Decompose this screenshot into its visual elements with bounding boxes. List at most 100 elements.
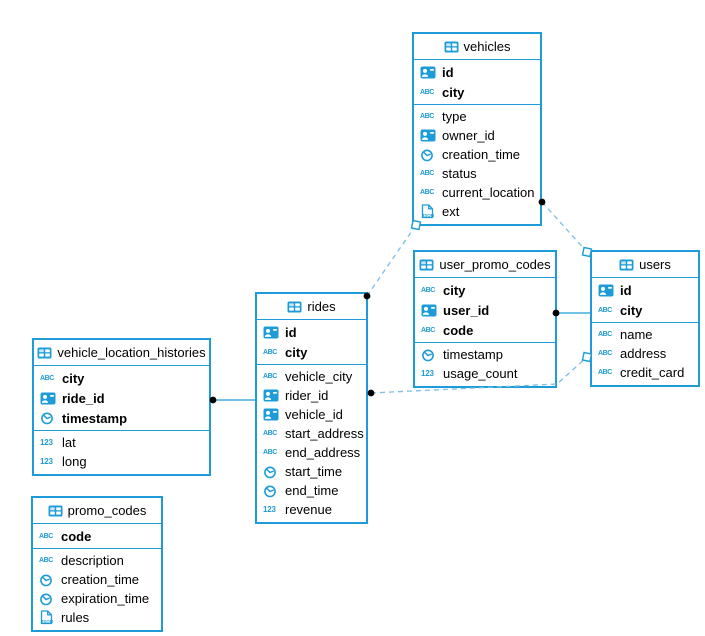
id-type-icon bbox=[263, 326, 280, 339]
column-row-lat: 123 lat bbox=[34, 433, 209, 452]
column-row-rider_id: rider_id bbox=[257, 386, 366, 405]
table-title: users bbox=[639, 257, 671, 272]
text-type-icon: ABC bbox=[598, 369, 612, 376]
text-type-icon: ABC bbox=[421, 286, 435, 294]
table-header[interactable]: promo_codes bbox=[33, 498, 161, 524]
relationship-users-vehicles bbox=[541, 201, 588, 253]
id-type-icon bbox=[598, 284, 615, 297]
table-icon bbox=[37, 347, 52, 359]
column-name: owner_id bbox=[442, 128, 495, 143]
text-type-icon: ABC bbox=[420, 88, 434, 96]
table-icon bbox=[419, 259, 434, 271]
column-name: start_address bbox=[285, 426, 364, 441]
id-type-icon bbox=[263, 389, 280, 402]
column-name: city bbox=[285, 344, 308, 360]
table-icon bbox=[48, 505, 63, 517]
time-type-icon bbox=[39, 592, 56, 606]
table-header[interactable]: rides bbox=[257, 294, 366, 320]
table-icon bbox=[444, 41, 459, 53]
time-type-icon bbox=[263, 465, 280, 479]
table-header[interactable]: vehicles bbox=[414, 34, 540, 60]
text-type-icon: ABC bbox=[263, 373, 277, 380]
time-type-icon bbox=[40, 411, 57, 425]
table-title: rides bbox=[307, 299, 336, 314]
id-type-icon bbox=[420, 129, 437, 142]
text-type-icon: ABC bbox=[598, 350, 612, 357]
column-row-code: ABC code bbox=[33, 526, 161, 546]
id-type-icon bbox=[420, 66, 437, 79]
number-type-icon: 123 bbox=[40, 456, 53, 466]
column-name: vehicle_city bbox=[285, 369, 353, 384]
table-header[interactable]: user_promo_codes bbox=[415, 252, 555, 278]
table-header[interactable]: vehicle_location_histories bbox=[34, 340, 209, 366]
relationship-dot-endpoint bbox=[367, 389, 375, 397]
column-name: code bbox=[61, 528, 92, 544]
svg-text:JSON: JSON bbox=[41, 619, 53, 624]
text-type-icon: ABC bbox=[263, 348, 277, 356]
column-row-creation_time: creation_time bbox=[33, 570, 161, 589]
column-row-start_time: start_time bbox=[257, 462, 366, 481]
column-row-user_id: user_id bbox=[415, 300, 555, 320]
number-type-icon: 123 bbox=[40, 437, 53, 447]
column-name: timestamp bbox=[62, 410, 128, 426]
json-type-icon: JSON bbox=[39, 610, 56, 625]
column-name: city bbox=[442, 84, 465, 100]
time-type-icon bbox=[420, 148, 437, 162]
table-icon bbox=[619, 259, 634, 271]
text-type-icon: ABC bbox=[40, 374, 54, 382]
column-name: ext bbox=[442, 204, 460, 219]
table-title: promo_codes bbox=[67, 503, 147, 518]
text-type-icon: ABC bbox=[598, 331, 612, 338]
text-type-icon: ABC bbox=[39, 532, 53, 540]
column-name: user_id bbox=[443, 302, 490, 318]
column-name: credit_card bbox=[620, 365, 685, 380]
text-type-icon: ABC bbox=[420, 170, 434, 177]
column-name: start_time bbox=[285, 464, 343, 479]
column-name: usage_count bbox=[443, 366, 518, 381]
primary-key-section: ABC code bbox=[33, 524, 161, 549]
column-row-timestamp: timestamp bbox=[34, 408, 209, 428]
column-row-start_address: ABC start_address bbox=[257, 424, 366, 443]
time-type-icon bbox=[263, 484, 280, 498]
column-row-creation_time: creation_time bbox=[414, 145, 540, 164]
column-name: rider_id bbox=[285, 388, 329, 403]
column-name: id bbox=[442, 64, 454, 80]
time-type-icon bbox=[39, 573, 56, 587]
text-type-icon: ABC bbox=[263, 430, 277, 437]
column-name: lat bbox=[62, 435, 76, 450]
column-name: vehicle_id bbox=[285, 407, 343, 422]
table-title: vehicles bbox=[463, 39, 511, 54]
column-row-vehicle_city: ABC vehicle_city bbox=[257, 367, 366, 386]
column-name: revenue bbox=[285, 502, 332, 517]
text-type-icon: ABC bbox=[39, 557, 53, 564]
table-icon bbox=[287, 301, 302, 313]
table-header[interactable]: users bbox=[592, 252, 698, 278]
column-name: creation_time bbox=[442, 147, 521, 162]
text-type-icon: ABC bbox=[598, 306, 612, 314]
